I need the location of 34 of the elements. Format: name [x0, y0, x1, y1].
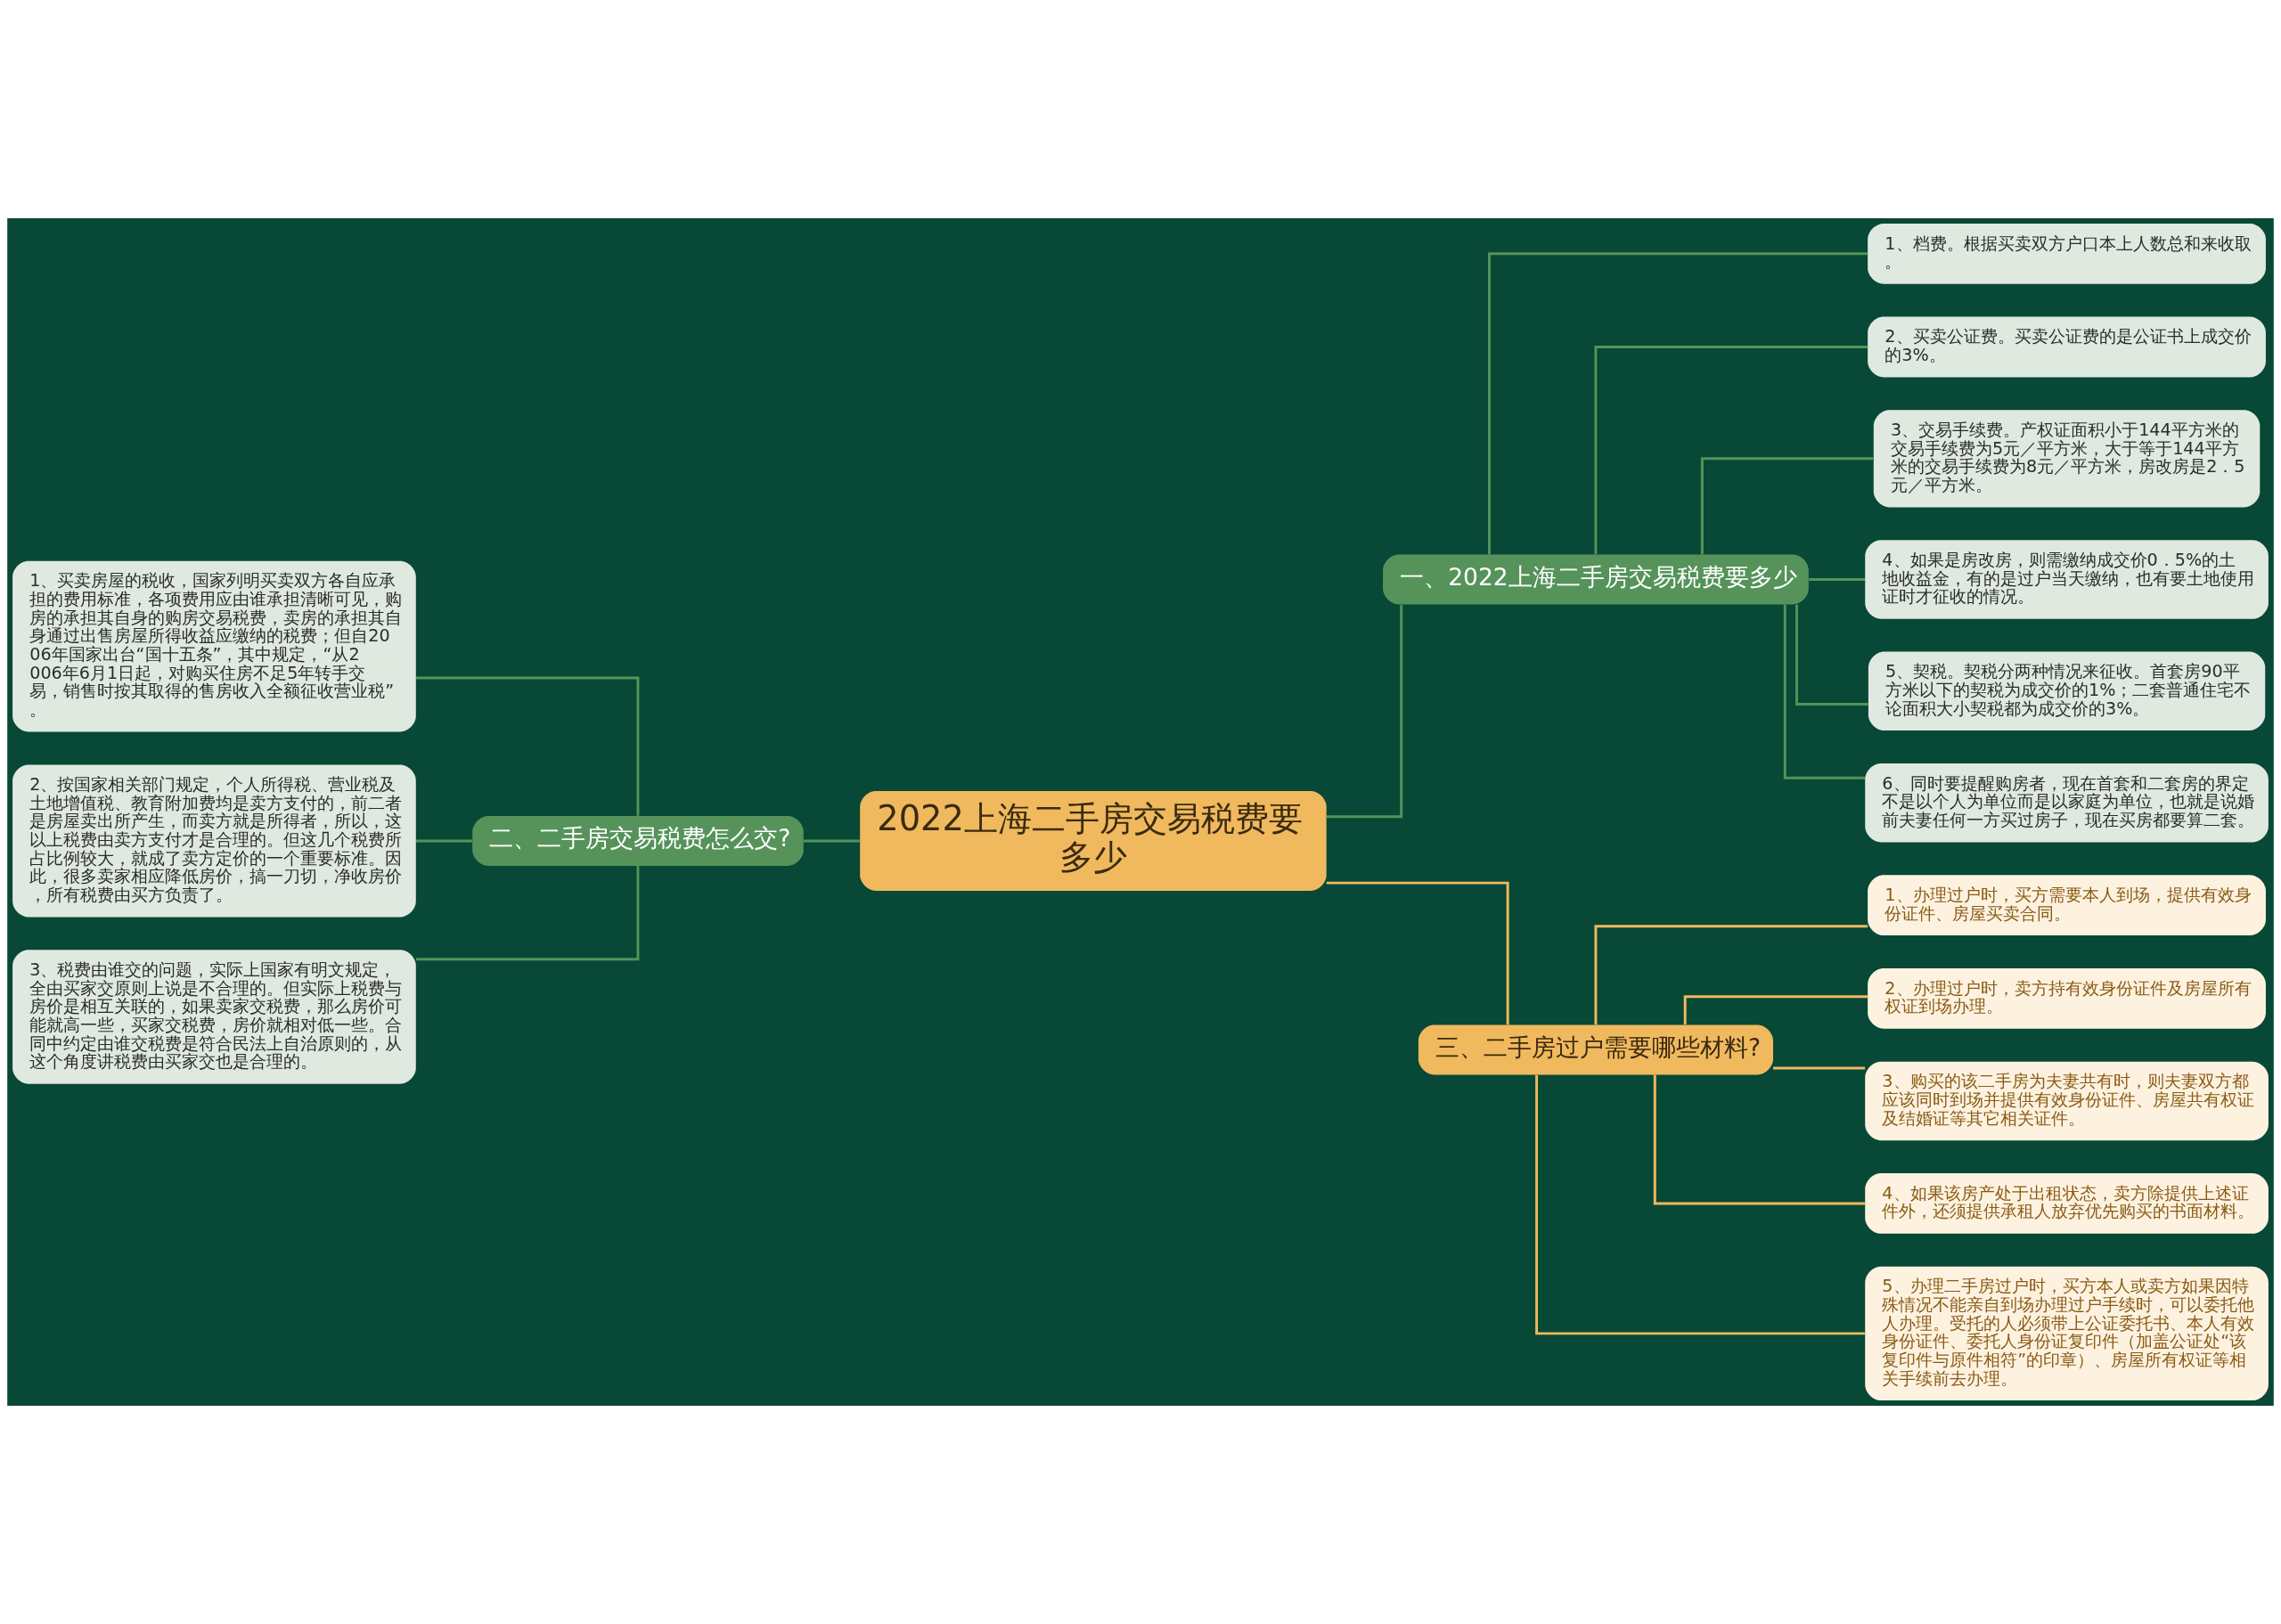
node-box: 一、2022上海二手房交易税费要多少: [1383, 554, 1809, 605]
node-box: 4、如果是房改房，则需缴纳成交价0．5%的土地收益金，有的是过户当天缴纳，也有要土地使用证时才征收的情况。: [1865, 540, 2269, 619]
node-box: 1、办理过户时，买方需要本人到场，提供有效身份证件、房屋买卖合同。: [1868, 875, 2266, 936]
connector: [1700, 457, 1874, 555]
node-box: 4、如果该房产处于出租状态，卖方除提供上述证件外，还须提供承租人放弃优先购买的书面材料。: [1865, 1173, 2269, 1234]
connector: [1327, 605, 1403, 819]
connector: [1488, 252, 1868, 555]
connector: [416, 866, 640, 961]
connector: [1783, 604, 1866, 779]
node-box: 2、买卖公证费。买卖公证费的是公证书上成交价的3%。: [1868, 316, 2266, 378]
node-box: 6、同时要提醒购房者，现在首套和二套房的界定不是以个人为单位而是以家庭为单位，也就是说婚前夫妻任何一方买过房子，现在买房都要算二套。: [1865, 763, 2269, 843]
connector: [1773, 1066, 1866, 1070]
connector: [1809, 578, 1865, 581]
connector: [1594, 346, 1868, 555]
node-box: 3、税费由谁交的问题，实际上国家有明文规定，全由买家交原则上说是不合理的。但实际上税费与房价是相互关联的，如果卖家交税费，那么房价可能就高一些，买家交税费，房价就相对低一些。合同中约定由谁交税费是符合民法上自治原则的，从这个角度讲税费由买家交也是合理的。: [12, 950, 416, 1084]
connector: [1326, 881, 1509, 1025]
connector: [416, 676, 640, 816]
node-box: 2022上海二手房交易税费要多少: [860, 790, 1327, 891]
connector: [1535, 1074, 1865, 1335]
connector: [1594, 925, 1868, 1025]
connector: [1653, 1074, 1866, 1205]
node-box: 三、二手房过户需要哪些材料?: [1418, 1024, 1773, 1075]
node-box: 3、交易手续费。产权证面积小于144平方米的交易手续费为5元／平方米，大于等于144平方米的交易手续费为8元／平方米，房改房是2．5元／平方米。: [1873, 410, 2261, 508]
node-box: 1、买卖房屋的税收，国家列明买卖双方各自应承担的费用标准，各项费用应由谁承担清晰可见，购房的承担其自身的购房交易税费，卖房的承担其自身通过出售房屋所得收益应缴纳的税费；但自2006年国家出台“国十五条”，其中规定，“从2006年6月1日起，对购买住房不足5年转手交易，销售时按其取得的售房收入全额征收营业税”。: [12, 560, 416, 732]
node-box: 1、档费。根据买卖双方户口本上人数总和来收取。: [1868, 223, 2266, 284]
node-box: 二、二手房交易税费怎么交?: [472, 815, 804, 866]
node-box: 3、购买的该二手房为夫妻共有时，则夫妻双方都应该同时到场并提供有效身份证件、房屋共有权证及结婚证等其它相关证件。: [1865, 1061, 2269, 1141]
connector: [416, 839, 472, 843]
node-box: 5、契税。契税分两种情况来征收。首套房90平方米以下的契税为成交价的1%；二套普通住宅不论面积大小契税都为成交价的3%。: [1868, 651, 2266, 731]
connector: [803, 839, 860, 843]
node-box: 2、办理过户时，卖方持有效身份证件及房屋所有权证到场办理。: [1868, 967, 2266, 1029]
node-box: 5、办理二手房过户时，买方本人或卖方如果因特殊情况不能亲自到场办理过户手续时，可以委托他人办理。受托的人必须带上公证委托书、本人有效身份证件、委托人身份证复印件（加盖公证处“该复印件与原件相符”的印章）、房屋所有权证等相关手续前去办理。: [1865, 1266, 2269, 1401]
node-box: 2、按国家相关部门规定，个人所得税、营业税及土地增值税、教育附加费均是卖方支付的，前二者是房屋卖出所产生，而卖方就是所得者，所以，这以上税费由卖方支付才是合理的。但这几个税费所占比例较大，就成了卖方定价的一个重要标准。因此，很多卖家相应降低房价，搞一刀切，净收房价，所有税费由买方负责了。: [12, 764, 416, 918]
connector: [1795, 604, 1868, 706]
